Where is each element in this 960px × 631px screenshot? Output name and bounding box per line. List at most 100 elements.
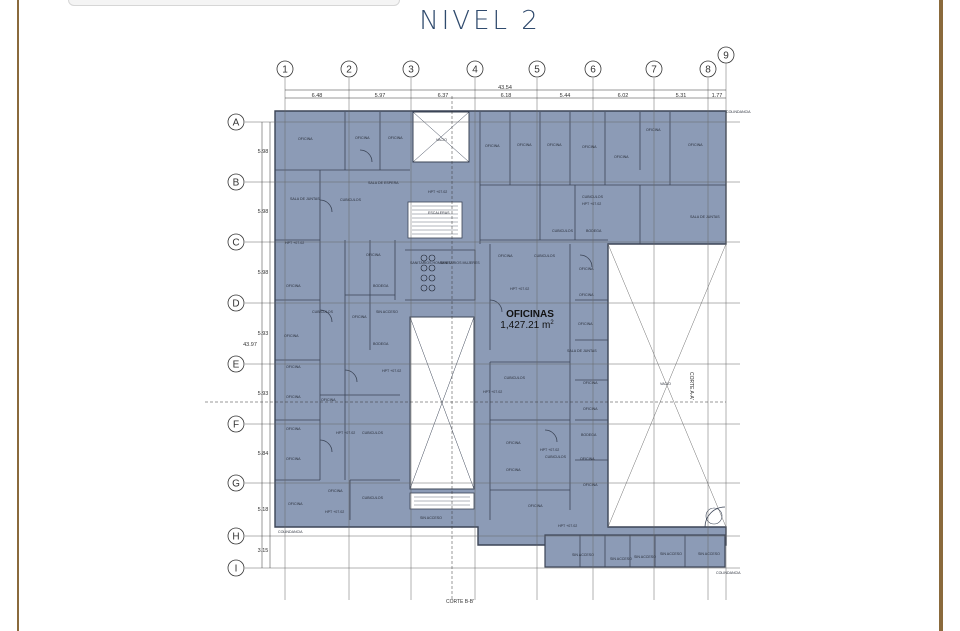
grid-row-label: B	[233, 178, 240, 189]
grid-row-label: H	[232, 532, 239, 543]
room-label: OFICINA	[579, 293, 594, 297]
room-label: OFICINA	[517, 143, 532, 147]
room-label: OFICINA	[688, 143, 703, 147]
col-dim: 6.37	[438, 93, 449, 99]
room-label: OFICINA	[286, 365, 301, 369]
room-labels: OFICINA OFICINA OFICINA VACIO OFICINA OF…	[284, 128, 720, 561]
stair-core	[407, 201, 463, 239]
row-dim: 5.93	[258, 331, 269, 337]
room-label: OFICINA	[579, 267, 594, 271]
grid-col-marker: 9	[717, 46, 735, 64]
boundary-label: COLINDANCIA	[726, 110, 751, 114]
room-label: SALA DE JUNTAS	[290, 197, 320, 201]
room-label: OFICINA	[328, 489, 343, 493]
room-label: VACIO	[660, 382, 671, 386]
room-label: OFICINA	[506, 468, 521, 472]
room-label: OFICINA	[498, 254, 513, 258]
grid-col-label: 5	[534, 65, 540, 76]
room-label: HPT +07.02	[336, 431, 355, 435]
frame-left-border	[17, 0, 19, 631]
grid-col-marker: 3	[402, 60, 420, 78]
total-height-dim: 43.97	[243, 342, 257, 348]
grid-col-marker: 5	[528, 60, 546, 78]
boundary-label: COLINDANCIA	[278, 530, 303, 534]
grid-lines	[245, 62, 740, 600]
grid-row-label: A	[233, 118, 240, 129]
grid-row-label: I	[235, 564, 238, 575]
row-dim: 5.84	[258, 451, 269, 457]
room-label: OFICINA	[286, 395, 301, 399]
grid-row-marker: F	[227, 415, 245, 433]
slab-annex	[544, 534, 726, 568]
room-label: OFICINA	[547, 143, 562, 147]
row-dim: 5.98	[258, 270, 269, 276]
room-label: OFICINA	[614, 155, 629, 159]
room-label: HPT +07.02	[483, 390, 502, 394]
room-label: SIN ACCESO	[660, 552, 682, 556]
room-label: SIN ACCESO	[610, 557, 632, 561]
room-label: HPT +07.02	[428, 190, 447, 194]
room-label: ESCALERAS	[428, 211, 450, 215]
room-label: OFICINA	[485, 144, 500, 148]
room-label: BODEGA	[373, 284, 389, 288]
grid-col-label: 6	[590, 65, 596, 76]
row-dimensions: 43.97 5.98 5.98 5.98 5.93 5.93 5.84 5.18…	[243, 149, 268, 554]
row-dim: 5.18	[258, 507, 269, 513]
grid-col-marker: 6	[584, 60, 602, 78]
annotations: CORTE B-B' CORTE A-A' COLINDANCIA COLIND…	[278, 110, 751, 605]
col-dim: 5.97	[375, 93, 386, 99]
room-label: CUBICULOS	[504, 376, 526, 380]
stair-treads	[412, 205, 470, 506]
room-label: OFICINA	[583, 381, 598, 385]
room-label: SALA DE JUNTAS	[567, 349, 597, 353]
room-label: OFICINA	[578, 322, 593, 326]
room-label: SANITARIOS HOMBRES	[410, 261, 451, 265]
grid-col-marker: 8	[699, 60, 717, 78]
room-label: VACIO	[436, 138, 447, 142]
room-label: BODEGA	[581, 433, 597, 437]
grid-row-marker: G	[227, 474, 245, 492]
row-dim: 5.93	[258, 391, 269, 397]
column-dimensions: 43.54 6.48 5.97 6.37 6.18 5.44 6.02 5.31…	[312, 85, 723, 99]
room-label: OFICINA	[582, 145, 597, 149]
row-markers: A B C D E F G H I	[227, 113, 245, 577]
col-dim: 6.18	[501, 93, 512, 99]
section-lines	[205, 96, 726, 600]
room-label: SIN ACCESO	[698, 552, 720, 556]
page-title: NIVEL 2	[419, 6, 541, 36]
total-width-dim: 43.54	[498, 85, 512, 91]
frame-right-border	[939, 0, 943, 631]
room-label: SALA DE ESPERA	[368, 181, 399, 185]
room-label: SIN ACCESO	[572, 553, 594, 557]
room-label: OFICINA	[286, 284, 301, 288]
room-label: CUBICULOS	[552, 229, 574, 233]
room-label: OFICINA	[528, 504, 543, 508]
room-label: OFICINA	[286, 457, 301, 461]
room-label: OFICINA	[298, 137, 313, 141]
partitions	[275, 112, 726, 567]
grid-row-label: D	[232, 299, 239, 310]
room-label: OFICINA	[352, 315, 367, 319]
col-dim: 5.31	[676, 93, 687, 99]
room-label: SIN ACCESO	[420, 516, 442, 520]
col-dim: 6.02	[618, 93, 629, 99]
room-label: HPT +07.02	[382, 369, 401, 373]
room-label: CUBICULOS	[340, 198, 362, 202]
column-markers: 1 2 3 4 5 6 7 8 9	[276, 46, 735, 78]
grid-row-label: C	[232, 238, 239, 249]
floor-slab	[274, 110, 727, 568]
grid-row-marker: H	[227, 527, 245, 545]
room-label: HPT +07.02	[510, 287, 529, 291]
room-label: SALA DE JUNTAS	[690, 215, 720, 219]
grid-col-marker: 7	[645, 60, 663, 78]
room-label: HPT +07.02	[558, 524, 577, 528]
room-label: OFICINA	[366, 253, 381, 257]
grid-col-label: 3	[408, 65, 414, 76]
sanitary-fixtures	[420, 254, 436, 292]
room-label: BODEGA	[373, 342, 389, 346]
room-label: CUBICULOS	[362, 431, 384, 435]
room-label: HPT +07.02	[540, 448, 559, 452]
grid-col-label: 9	[723, 51, 729, 62]
grid-row-label: G	[232, 479, 240, 490]
